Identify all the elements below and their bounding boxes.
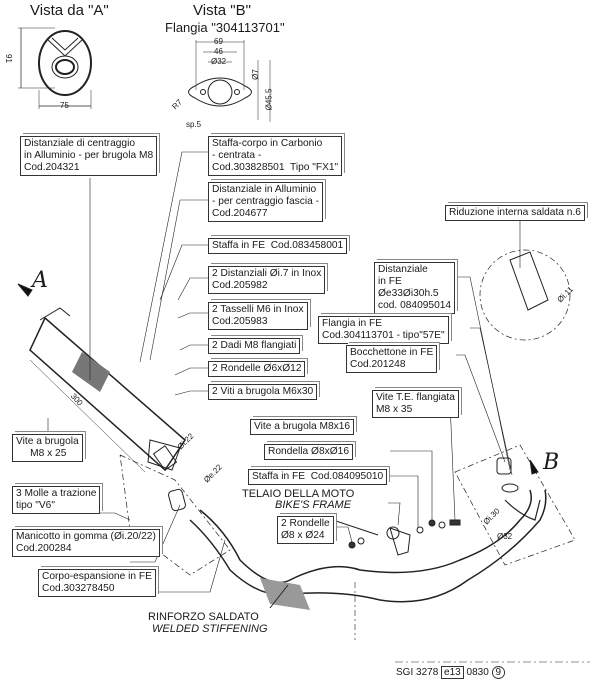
stiffening-text-en: WELDED STIFFENING — [152, 623, 268, 635]
muffler — [29, 307, 186, 473]
label-corpo-espansione: Corpo-espansione in FE Cod.303278450 — [38, 569, 156, 597]
label-rondelle-6x12: 2 Rondelle Ø6xØ12 — [208, 361, 306, 377]
label-viti-m6x30: 2 Viti a brugola M6x30 — [208, 384, 318, 400]
stiffening-text-it: RINFORZO SALDATO — [148, 611, 259, 623]
flange-dim-46: 46 — [214, 47, 223, 56]
label-staffa-fe-083458001: Staffa in FE Cod.083458001 — [208, 238, 348, 254]
label-dadi: 2 Dadi M8 flangiati — [208, 338, 301, 354]
view-a-arrow — [17, 283, 33, 297]
homologation-circled: 9 — [491, 666, 506, 679]
label-molle: 3 Molle a trazione tipo "V6" — [12, 486, 101, 514]
homologation-stamp: SGI 3278 e13 0830 9 — [396, 666, 506, 679]
view-a-width-dim: 75 — [60, 101, 69, 110]
view-b-arrow — [529, 459, 539, 475]
label-flangia-fe: Flangia in FE Cod.304113701 - tipo"57E" — [318, 316, 449, 344]
homologation-code: 0830 — [466, 667, 489, 678]
frame-text-en: BIKE'S FRAME — [275, 499, 352, 511]
homologation-prefix: SGI 3278 — [396, 667, 439, 678]
view-a-title: Vista da "A" — [30, 2, 109, 19]
label-distanziali-inox: 2 Distanziali Øi.7 in Inox Cod.205982 — [208, 266, 326, 294]
view-b-marker: B — [543, 450, 560, 475]
leader-lines — [47, 151, 521, 609]
view-a-height-dim: 91 — [3, 54, 13, 63]
label-vite-m8x25: Vite a brugola M8 x 25 — [12, 434, 83, 462]
flange-dim-32: Ø32 — [211, 57, 227, 66]
label-tasselli: 2 Tasselli M6 in Inox Cod.205983 — [208, 302, 308, 330]
detail-b-region — [119, 249, 576, 576]
label-vite-te: Vite T.E. flangiata M8 x 35 — [372, 390, 459, 418]
label-distanziale-fe: Distanziale in FE Øe33Øi30h.5 cod. 08409… — [374, 262, 456, 314]
label-riduzione: Riduzione interna saldata n.6 — [445, 205, 585, 221]
label-distanziale-centraggio: Distanziale di centraggio in Alluminio -… — [20, 136, 158, 176]
frame-text-it: TELAIO DELLA MOTO — [242, 488, 355, 500]
frame-bracket — [348, 519, 461, 556]
homologation-mark: e13 — [441, 666, 464, 679]
view-a-marker: A — [32, 268, 48, 293]
flange-dim-sp: sp.5 — [186, 120, 202, 129]
label-staffa-fe-084095010: Staffa in FE Cod.084095010 — [248, 469, 388, 485]
view-b-title: Vista "B" — [193, 2, 251, 19]
flange-dim-45: Ø45.5 — [264, 88, 274, 111]
label-rondella-8x16: Rondella Ø8xØ16 — [264, 444, 353, 460]
view-a-endcap — [18, 27, 92, 109]
expansion-chamber — [189, 489, 547, 640]
label-staffa-carbonio: Staffa-corpo in Carbonio - centrata - Co… — [208, 136, 343, 176]
dim-d32: Ø32 — [497, 532, 513, 541]
detail-b-parts — [496, 251, 549, 521]
rubber-sleeve — [168, 488, 186, 512]
label-rondelle-8x24: 2 Rondelle Ø8 x Ø24 — [277, 516, 334, 544]
label-manicotto: Manicotto in gomma (Øi.20/22) Cod.200284 — [12, 529, 160, 557]
label-distanziale-alluminio: Distanziale in Alluminio - per centraggi… — [208, 182, 324, 222]
flange-dim-7: Ø7 — [250, 69, 260, 80]
view-b-subtitle: Flangia "304113701" — [165, 20, 285, 35]
label-bocchettone: Bocchettone in FE Cod.201248 — [346, 345, 438, 373]
label-vite-m8x16: Vite a brugola M8x16 — [250, 419, 355, 435]
view-b-flange — [188, 40, 271, 122]
flange-dim-69: 69 — [214, 37, 223, 46]
